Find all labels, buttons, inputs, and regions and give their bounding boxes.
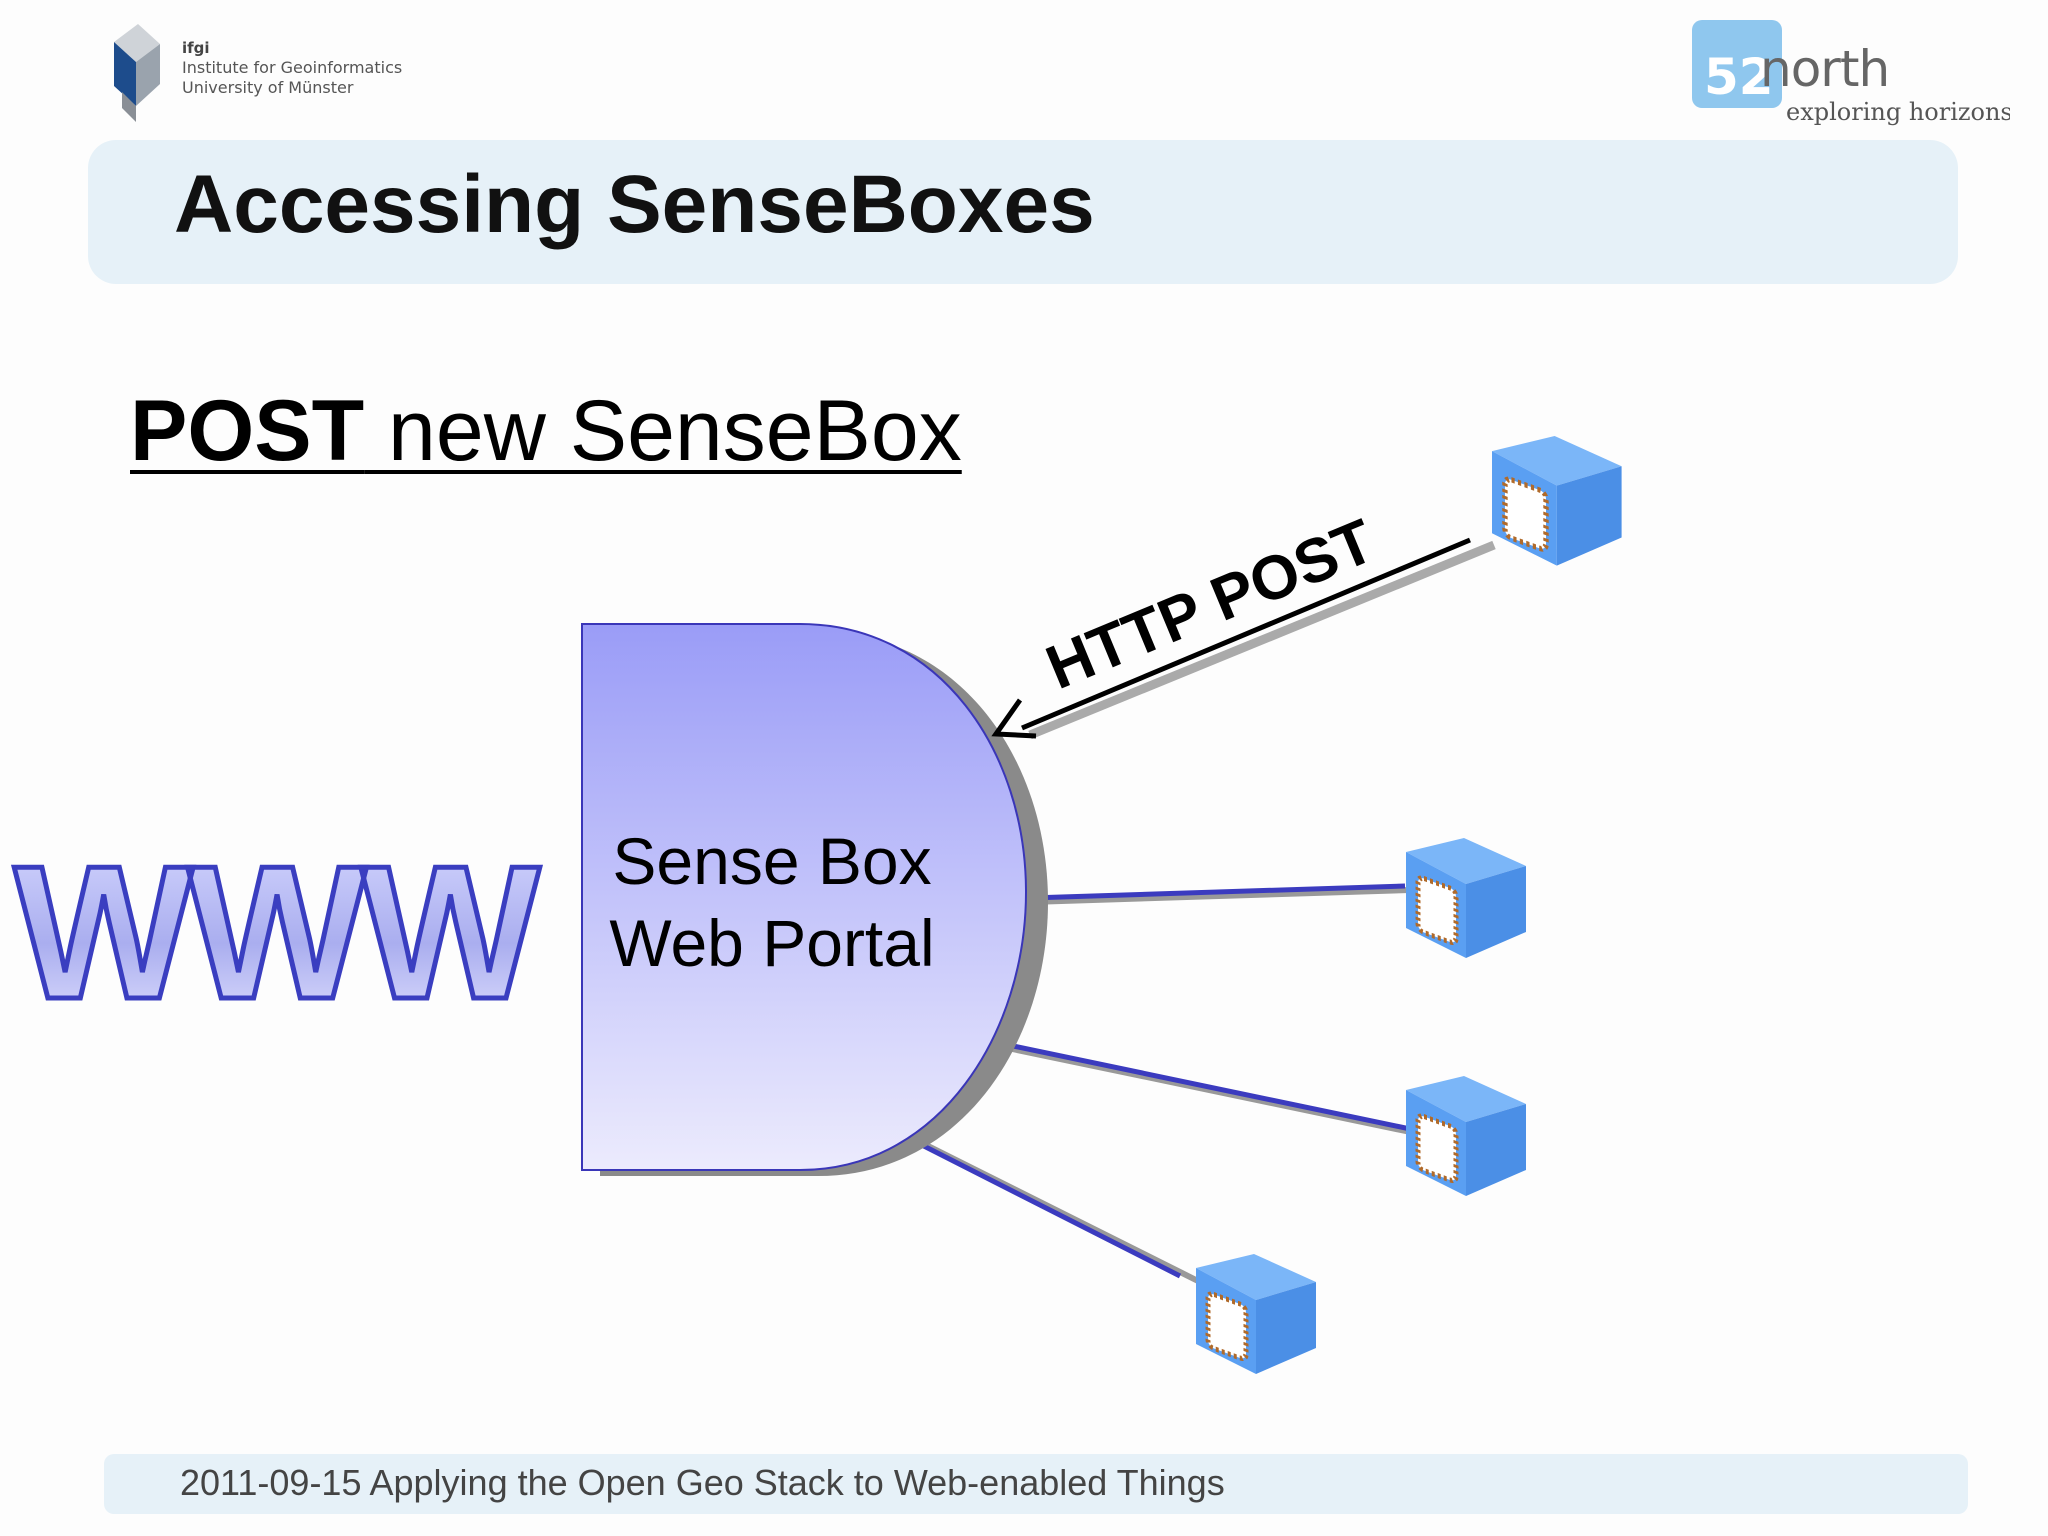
connector-lines bbox=[910, 883, 1421, 1285]
sensebox-cube-icon bbox=[1492, 436, 1622, 566]
ifgi-name-line1: Institute for Geoinformatics bbox=[182, 58, 403, 77]
ifgi-institute-name: ifgi Institute for Geoinformatics Univer… bbox=[182, 38, 402, 98]
sensebox-cube-icon bbox=[1196, 1254, 1316, 1374]
ifgi-logo bbox=[114, 24, 160, 122]
52north-logo: 52 north exploring horizons bbox=[1692, 20, 2010, 126]
title-bar bbox=[88, 140, 1958, 284]
footer-text: 2011-09-15 Applying the Open Geo Stack t… bbox=[180, 1462, 1225, 1503]
subtitle-rest: new SenseBox bbox=[364, 383, 962, 479]
subtitle-method: POST bbox=[130, 383, 365, 479]
portal-label-line1: Sense Box bbox=[612, 824, 931, 898]
slide-title: Accessing SenseBoxes bbox=[174, 159, 1095, 250]
brand-number: 52 bbox=[1704, 48, 1774, 106]
http-post-arrow bbox=[991, 537, 1496, 740]
web-portal-shape bbox=[581, 623, 1028, 1171]
ifgi-short-name: ifgi bbox=[182, 39, 210, 57]
slide-subtitle: POST new SenseBox bbox=[130, 382, 962, 481]
ifgi-name-line2: University of Münster bbox=[182, 78, 354, 97]
brand-tagline: exploring horizons bbox=[1786, 98, 2010, 126]
sensebox-cube-icon bbox=[1406, 838, 1526, 958]
portal-label-line2: Web Portal bbox=[609, 906, 934, 980]
footer-bar bbox=[104, 1454, 1968, 1514]
brand-word: north bbox=[1760, 40, 1889, 98]
www-label: WWW bbox=[14, 827, 541, 1039]
http-post-label: HTTP POST bbox=[1037, 506, 1384, 703]
sensebox-cube-icon bbox=[1406, 1076, 1526, 1196]
